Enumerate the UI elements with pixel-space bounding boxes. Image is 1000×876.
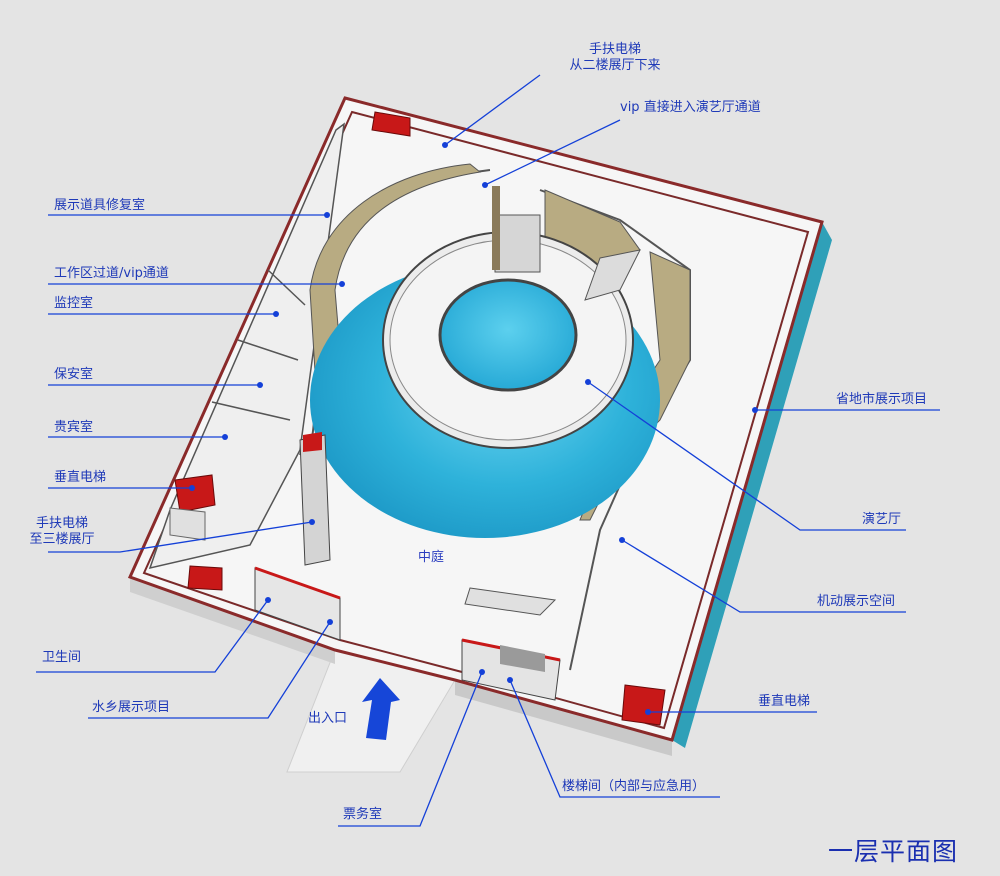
label-vip-room: 贵宾室 [54, 420, 94, 435]
floor-plan-title: 一层平面图 [828, 837, 959, 866]
label-elevator-right: 垂直电梯 [758, 694, 811, 709]
label-theater: 演艺厅 [862, 512, 902, 527]
outer-wall-right-face [672, 222, 832, 748]
inner-pool [438, 278, 578, 392]
label-escalator-from-2f-line1: 手扶电梯 [588, 42, 641, 57]
label-vip-channel: vip 直接进入演艺厅通道 [620, 100, 761, 115]
entrance-arrow [362, 678, 400, 740]
elevator-right [621, 684, 666, 726]
label-escalator-to-3f: 手扶电梯 至三楼展厅 [22, 516, 102, 548]
outer-wall-front-right-face [455, 680, 672, 756]
label-work-corridor: 工作区过道/vip通道 [54, 266, 169, 281]
outer-wall-front-face [130, 577, 335, 664]
label-entrance: 出入口 [308, 711, 348, 726]
label-prop-repair: 展示道具修复室 [54, 198, 146, 213]
label-water-town: 水乡展示项目 [92, 700, 171, 715]
label-toilet: 卫生间 [42, 650, 82, 665]
label-stairwell: 楼梯间（内部与应急用） [562, 779, 706, 794]
escalator-left [299, 434, 331, 566]
label-monitor-room: 监控室 [54, 296, 94, 311]
label-provincial-exhibit: 省地市展示项目 [836, 392, 928, 407]
label-escalator-to-3f-line1: 手扶电梯 [35, 516, 88, 531]
label-ticket-office: 票务室 [343, 807, 383, 822]
leader-lines [36, 74, 940, 827]
label-escalator-from-2f: 手扶电梯 从二楼展厅下来 [560, 42, 670, 74]
label-courtyard: 中庭 [418, 550, 445, 565]
label-mobile-exhibit: 机动展示空间 [817, 594, 896, 609]
label-escalator-from-2f-line2: 从二楼展厅下来 [569, 58, 661, 73]
label-security-room: 保安室 [54, 367, 94, 382]
label-escalator-to-3f-line2: 至三楼展厅 [29, 532, 95, 547]
label-elevator-left: 垂直电梯 [54, 470, 107, 485]
leader-endpoints [189, 142, 758, 715]
